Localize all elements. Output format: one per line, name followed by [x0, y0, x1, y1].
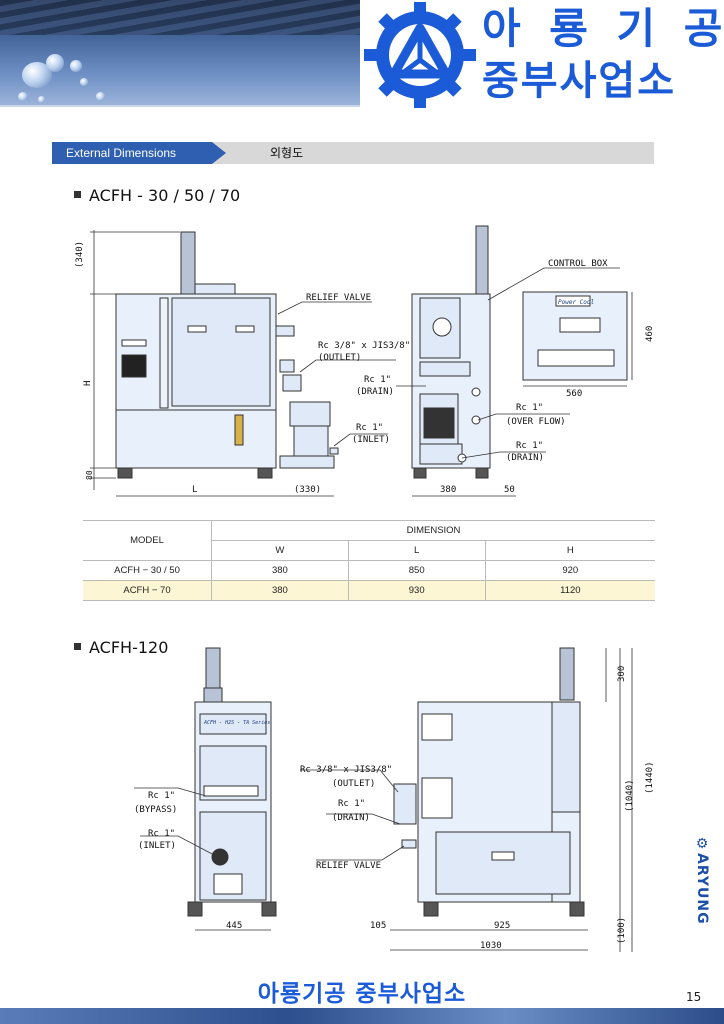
label-b-rc38-outlet-2: (OUTLET)	[332, 779, 375, 789]
table-cell-model: ACFH − 70	[83, 580, 212, 601]
table-header-w: W	[211, 540, 349, 561]
label-rc38-outlet-2: (OUTLET)	[318, 353, 361, 363]
table-cell-w: 380	[211, 560, 349, 581]
table-cell-h: 1120	[484, 580, 655, 601]
table-header-l: L	[347, 540, 486, 561]
label-rc1-inlet-1: Rc 1"	[356, 423, 383, 433]
label-b-rc1-drain-1: Rc 1"	[338, 799, 365, 809]
label-b-rc1-drain-2: (DRAIN)	[332, 813, 370, 823]
label-b-rc1-inlet-2: (INLET)	[138, 841, 176, 851]
section-tag-arrow	[212, 142, 226, 164]
footer-water-strip	[0, 1008, 724, 1024]
dim-300: 300	[617, 666, 627, 682]
model-b-panel-text: ACFH - H2S - TA Series	[203, 720, 270, 726]
label-b-rc1-bypass-2: (BYPASS)	[134, 805, 177, 815]
dim-340: (340)	[75, 241, 85, 268]
table-header-dimension: DIMENSION	[211, 520, 655, 541]
model-b-drawing: ACFH - H2S - TA Series Rc 1" (BYPASS) Rc…	[134, 647, 655, 952]
header-water-image	[0, 0, 360, 105]
dim-330: (330)	[294, 485, 321, 495]
dim-105: 105	[370, 921, 386, 931]
gear-icon: ⚙	[694, 836, 710, 853]
label-control-box: CONTROL BOX	[548, 259, 608, 269]
footer-company-name: 아룡기공 중부사업소	[257, 981, 467, 1007]
dim-925: 925	[494, 921, 510, 931]
dim-560: 560	[566, 389, 582, 399]
dimension-table: MODEL DIMENSION W L H ACFH − 30 / 50 380…	[83, 520, 655, 601]
side-brand-logo: ⚙ARYUNG	[684, 836, 710, 925]
model-a-title-text: ACFH - 30 / 50 / 70	[89, 186, 241, 205]
dim-100: (100)	[617, 917, 627, 944]
label-b-rc1-inlet-1: Rc 1"	[148, 829, 175, 839]
table-cell-w: 380	[211, 580, 349, 601]
label-rc1-drain-right-2: (DRAIN)	[506, 453, 544, 463]
label-rc1-drain-left-2: (DRAIN)	[356, 387, 394, 397]
label-rc38-outlet-1: Rc 3/8" x JIS3/8"	[318, 341, 410, 351]
company-logo	[364, 2, 476, 108]
header-divider	[0, 105, 360, 107]
bullet-square	[74, 191, 81, 198]
dim-1030: 1030	[480, 941, 502, 951]
dim-50: 50	[504, 485, 515, 495]
label-relief-valve: RELIEF VALVE	[306, 293, 371, 303]
label-b-relief-valve: RELIEF VALVE	[316, 861, 381, 871]
table-row: ACFH − 30 / 50 380 850 920	[83, 560, 655, 581]
dim-1440: (1440)	[645, 761, 655, 794]
dim-380: 380	[440, 485, 456, 495]
company-name-line2: 중부사업소	[482, 58, 676, 104]
table-row: ACFH − 70 380 930 1120	[83, 580, 655, 601]
dim-460: 460	[645, 326, 655, 342]
label-rc1-overflow-2: (OVER FLOW)	[506, 417, 566, 427]
section-tag-english: External Dimensions	[52, 142, 212, 164]
label-b-rc1-bypass-1: Rc 1"	[148, 791, 175, 801]
model-a-drawing: (340) H 80 L (330) 380 50 RELIEF VALVE R…	[75, 225, 655, 497]
table-cell-model: ACFH − 30 / 50	[83, 560, 212, 581]
table-header-model: MODEL	[83, 520, 212, 561]
label-b-rc38-outlet-1: Rc 3/8" x JIS3/8"	[300, 765, 392, 775]
model-b-title: ACFH-120	[74, 638, 168, 657]
page-number: 15	[686, 990, 702, 1004]
model-b-title-text: ACFH-120	[89, 638, 169, 657]
table-cell-l: 850	[347, 560, 486, 581]
dim-80: 80	[85, 470, 94, 480]
side-brand-text: ARYUNG	[694, 853, 710, 925]
company-name-line1: 아 룡 기 공	[482, 4, 724, 53]
dim-1040: (1040)	[625, 779, 635, 812]
section-tag-korean: 외형도	[270, 146, 304, 160]
label-rc1-drain-left-1: Rc 1"	[364, 375, 391, 385]
label-rc1-drain-right-1: Rc 1"	[516, 441, 543, 451]
bullet-square	[74, 643, 81, 650]
dim-l: L	[192, 485, 197, 495]
label-rc1-overflow-1: Rc 1"	[516, 403, 543, 413]
section-header-bar: External Dimensions 외형도	[52, 142, 654, 164]
table-cell-h: 920	[484, 560, 655, 581]
dim-h: H	[83, 381, 93, 386]
table-header-h: H	[484, 540, 655, 561]
model-a-title: ACFH - 30 / 50 / 70	[74, 186, 240, 205]
label-rc1-inlet-2: (INLET)	[352, 435, 390, 445]
control-panel-brand: Power Cool	[558, 299, 594, 306]
dim-445: 445	[226, 921, 242, 931]
table-cell-l: 930	[347, 580, 486, 601]
